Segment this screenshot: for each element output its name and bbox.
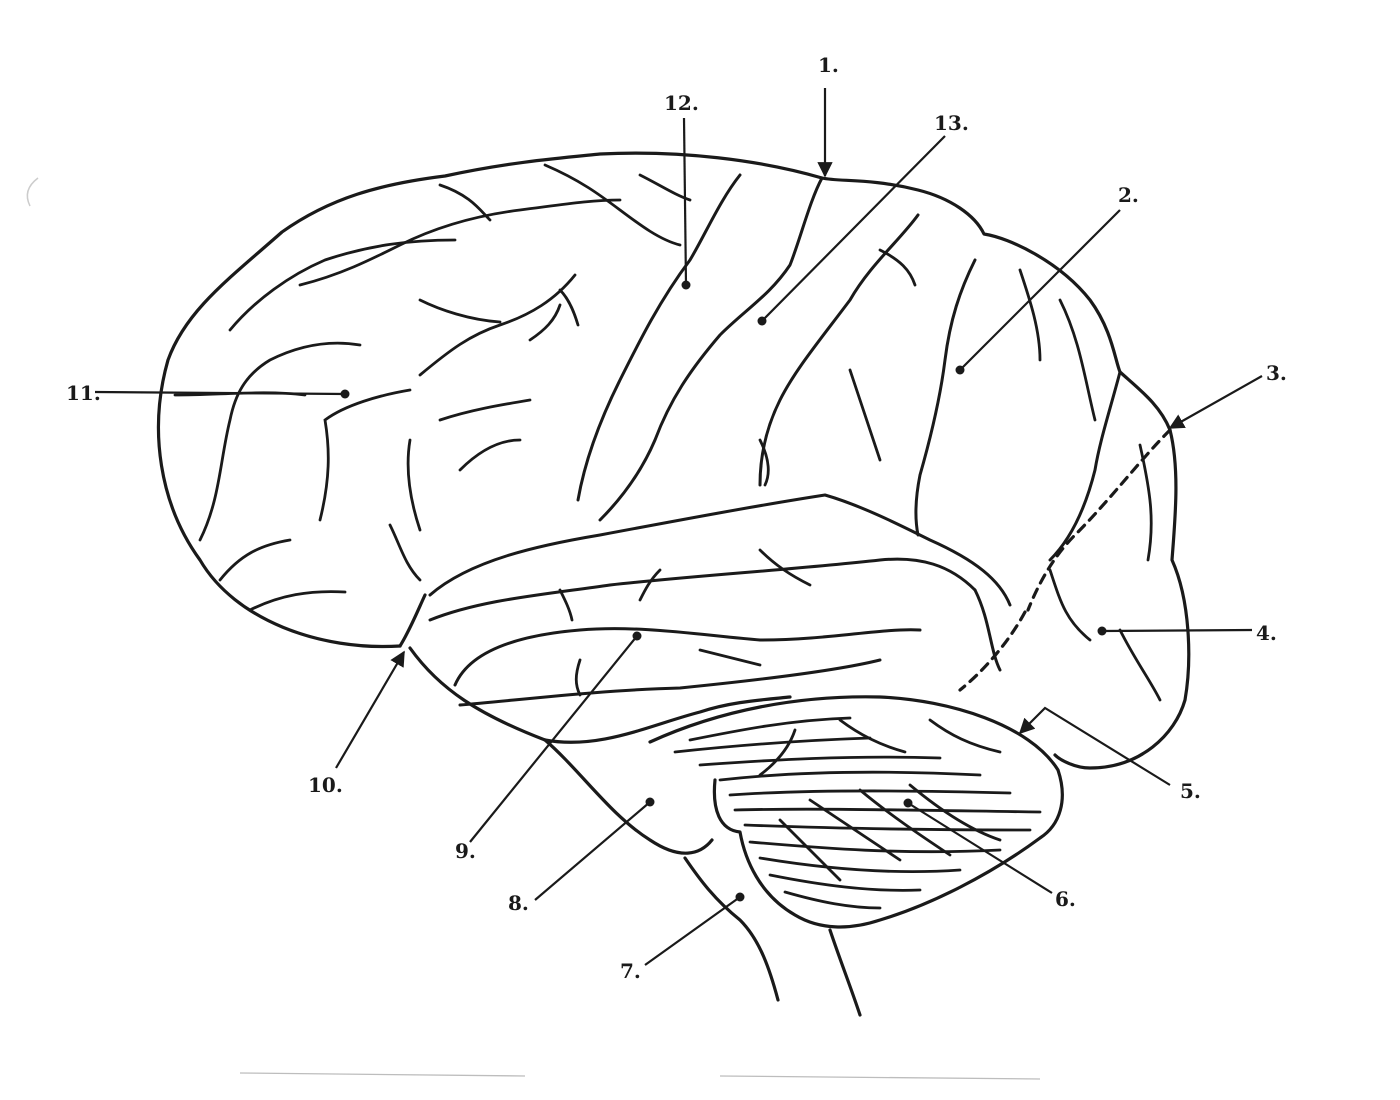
label-4: 4.: [1256, 621, 1277, 645]
label-1: 1.: [818, 53, 839, 77]
label-5: 5.: [1180, 779, 1201, 803]
label-13: 13.: [934, 111, 969, 135]
pointer-dots: [340, 280, 1107, 902]
scan-artifacts: [26, 177, 1041, 1080]
label-8: 8.: [508, 891, 529, 915]
label-10: 10.: [308, 773, 343, 797]
leader-lines: [94, 88, 1263, 966]
number-labels: 1. 2. 3. 4. 5. 6. 7. 8. 9. 10. 11. 12. 1…: [66, 53, 1287, 983]
label-2: 2.: [1118, 183, 1139, 207]
label-7: 7.: [620, 959, 641, 983]
label-11: 11.: [66, 381, 101, 405]
brain-outline: [156, 151, 1191, 1017]
label-3: 3.: [1266, 361, 1287, 385]
label-9: 9.: [455, 839, 476, 863]
label-6: 6.: [1055, 887, 1076, 911]
cerebellum-folia: [673, 716, 1042, 910]
label-12: 12.: [664, 91, 699, 115]
